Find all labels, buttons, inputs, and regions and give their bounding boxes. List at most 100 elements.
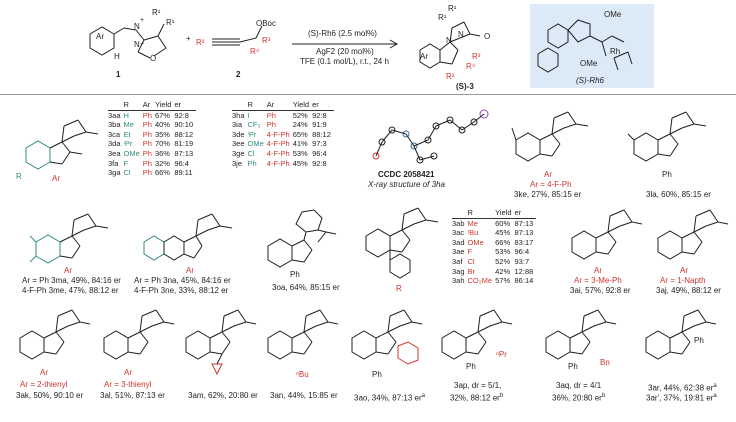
product-3aq-structure xyxy=(545,309,617,360)
na-result-1: Ar = Ph 3na, 45%, 84:16 er xyxy=(134,276,231,285)
catalyst-panel xyxy=(530,4,654,88)
al-ar-definition: Ar = 3-thienyl xyxy=(104,380,152,389)
product-3al-structure xyxy=(103,309,175,360)
r1-label-b: R¹ xyxy=(166,18,175,27)
compound-2-label: 2 xyxy=(236,70,241,79)
product-3am-structure xyxy=(185,309,257,376)
product-n-1: N xyxy=(446,36,452,45)
ao-ph: Ph xyxy=(372,370,382,379)
ap-result-2: 32%, 88:12 erb xyxy=(450,393,504,403)
catalyst-rh: Rh xyxy=(610,47,621,56)
ma-ar: Ar xyxy=(64,266,72,275)
ap-propyl: ⁿPr xyxy=(496,350,507,359)
product-3na-structure xyxy=(143,213,233,261)
charge-plus: + xyxy=(140,17,145,24)
row1-r-label: R xyxy=(16,172,22,181)
condition-additive: AgF2 (20 mol%) xyxy=(316,47,374,56)
catalyst-structure xyxy=(537,19,633,73)
product-3ap-structure xyxy=(441,309,513,360)
ap-ph: Ph xyxy=(466,362,476,371)
xray-ccdc: CCDC 2058421 xyxy=(378,170,435,179)
product-3ke-structure xyxy=(511,111,589,162)
oa-result: 3oa, 64%, 85:15 er xyxy=(272,283,340,292)
product-r2: R² xyxy=(446,72,455,81)
section-divider xyxy=(0,94,736,95)
ak-ar-definition: Ar = 2-thienyl xyxy=(20,380,68,389)
ak-result: 3ak, 50%, 90:10 er xyxy=(16,391,84,400)
ma-result-2: 4-F-Ph 3me, 47%, 88:12 er xyxy=(22,286,119,295)
aq-footnote: b xyxy=(601,393,606,399)
nitrogen-label-1: N xyxy=(134,22,140,31)
product-3ak-structure xyxy=(19,309,91,360)
reaction-arrow xyxy=(292,39,399,49)
product-3ai-structure xyxy=(571,209,643,260)
hydrogen-label: H xyxy=(114,52,120,61)
ma-result-1: Ar = Ph 3ma, 49%, 84:16 er xyxy=(22,276,121,285)
substrate-2-structure xyxy=(212,25,263,46)
an-butyl: ⁿBu xyxy=(296,370,309,379)
catalyst-label: (S)-Rh6 xyxy=(576,76,605,85)
product-r3: R³ xyxy=(472,52,481,61)
product-ar: Ar xyxy=(420,52,428,61)
aj-ar-definition: Ar = 1-Napth xyxy=(660,276,706,285)
ke-ar-definition: Ar = 4-F-Ph xyxy=(530,180,572,189)
row1-ar-label: Ar xyxy=(52,174,60,183)
r3-label-left: R³ xyxy=(262,36,271,45)
product-3ab-structure xyxy=(365,207,439,279)
ai-result: 3ai, 57%, 92:8 er xyxy=(570,286,631,295)
ap-footnote: b xyxy=(499,393,504,399)
aq-result-1: 3aq, dr = 4/1 xyxy=(556,381,602,390)
catalyst-ome-bottom: OMe xyxy=(580,59,598,68)
plus-sign: + xyxy=(186,34,191,43)
na-ar: Ar xyxy=(186,266,194,275)
xray-caption: X-ray structure of 3ha xyxy=(368,180,445,189)
condition-catalyst: (S)-Rh6 (2.5 mol%) xyxy=(308,29,377,38)
ar-ph: Ph xyxy=(694,336,704,345)
product-r4: R⁴ xyxy=(466,62,476,71)
ao-result: 3ao, 34%, 87:13 era xyxy=(354,393,425,403)
ar-footnote-1: a xyxy=(713,383,717,389)
ap-result-1: 3ap, dr = 5/1, xyxy=(454,381,502,390)
ai-ar: Ar xyxy=(594,266,602,275)
aq-benzyl: Bn xyxy=(600,358,610,367)
r4-label-left: R⁴ xyxy=(250,47,260,56)
product-r1-a: R¹ xyxy=(448,4,457,13)
product-3an-structure xyxy=(267,309,339,360)
aq-ph: Ph xyxy=(568,362,578,371)
product-3ao-structure xyxy=(351,309,423,365)
aj-result: 3aj, 49%, 88:12 er xyxy=(656,286,721,295)
ao-footnote: a xyxy=(421,393,425,399)
product-n-2: N xyxy=(458,30,464,39)
reaction-scheme: Ar H N N O + − R¹ R¹ 1 + R² OBoc R³ R⁴ 2… xyxy=(0,0,736,92)
ar-footnote-2: a xyxy=(713,393,717,399)
product-3la-structure xyxy=(627,111,707,162)
nitrogen-label-2: N xyxy=(134,40,140,49)
compound-1-label: 1 xyxy=(116,70,121,79)
product-3oa-structure xyxy=(267,209,337,268)
product-r1-b: R¹ xyxy=(438,13,447,22)
ar-result-2: 3ar', 37%, 19:81 era xyxy=(646,393,717,403)
oboc-label: OBoc xyxy=(256,19,277,28)
xray-structure-image xyxy=(372,109,489,164)
product-o: O xyxy=(484,32,491,41)
